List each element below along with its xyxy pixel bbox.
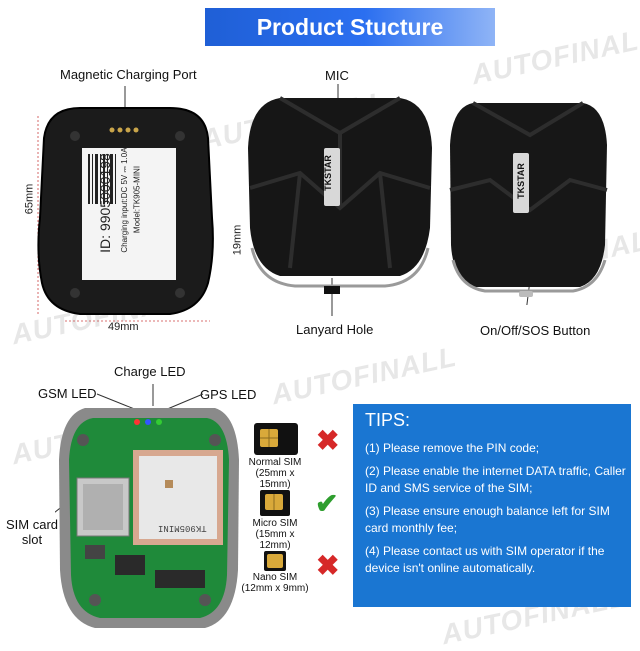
width-dimension: 49mm: [108, 321, 139, 333]
gsm-led-label: GSM LED: [38, 386, 97, 401]
onoff-label: On/Off/SOS Button: [480, 323, 591, 338]
gps-led-label: GPS LED: [200, 387, 257, 402]
sim-micro-size: (15mm x 12mm): [255, 529, 295, 551]
lanyard-label: Lanyard Hole: [296, 322, 374, 337]
watermark: AUTOFINALL: [268, 340, 460, 411]
page-title: Product Stucture: [205, 8, 495, 46]
gps-antenna-text: TK905MINI: [158, 523, 207, 533]
normal-sim-icon: [254, 423, 298, 455]
reject-icon: ✖: [316, 550, 340, 581]
tip-item: (3) Please ensure enough balance left fo…: [365, 504, 610, 535]
brand-logo-front: TKSTAR: [323, 155, 333, 191]
pcb-board: [55, 384, 239, 628]
device-front-view: [248, 84, 432, 316]
sim-slot-label: SIM card slot: [6, 517, 58, 547]
tip-item: (1) Please remove the PIN code;: [365, 441, 540, 455]
charging-input-text: Charging input:DC 5V ⎓ 1.0A: [120, 147, 129, 253]
sim-slot-label-line1: SIM card: [6, 517, 59, 532]
charging-pins-icon: [109, 127, 139, 133]
tip-item: (4) Please contact us with SIM operator …: [365, 544, 605, 575]
sim-nano: Nano SIM (12mm x 9mm): [240, 550, 310, 594]
sim-slot-label-line2: slot: [21, 532, 43, 547]
nano-sim-icon: [264, 551, 286, 571]
sim-normal: Normal SIM (25mm x 15mm): [240, 421, 310, 490]
tips-list: (1) Please remove the PIN code; (2) Plea…: [365, 440, 627, 583]
micro-sim-icon: [260, 490, 290, 516]
device-back-view: [37, 86, 214, 322]
device-side-view: [449, 101, 608, 305]
brand-logo-side: TKSTAR: [516, 163, 526, 199]
charge-led-label: Charge LED: [114, 364, 186, 379]
accept-icon: ✔: [315, 488, 339, 519]
tips-panel: TIPS: (1) Please remove the PIN code; (2…: [353, 404, 631, 607]
power-button-icon: [519, 291, 533, 297]
sim-normal-name: Normal SIM: [248, 457, 302, 468]
model-text: Model:TK905-MINI: [132, 165, 142, 234]
device-id-text: ID: 9905000198: [97, 153, 113, 253]
sim-micro-name: Micro SIM: [252, 518, 298, 529]
sim-micro: Micro SIM (15mm x 12mm): [240, 488, 310, 551]
mic-label: MIC: [325, 68, 349, 83]
magnetic-port-label: Magnetic Charging Port: [60, 67, 197, 82]
reject-icon: ✖: [316, 425, 340, 456]
sim-nano-name: Nano SIM: [252, 572, 298, 583]
sim-normal-size: (25mm x 15mm): [255, 468, 295, 490]
tip-item: (2) Please enable the internet DATA traf…: [365, 464, 626, 495]
tips-title: TIPS:: [365, 410, 411, 430]
sim-nano-size: (12mm x 9mm): [241, 583, 309, 594]
